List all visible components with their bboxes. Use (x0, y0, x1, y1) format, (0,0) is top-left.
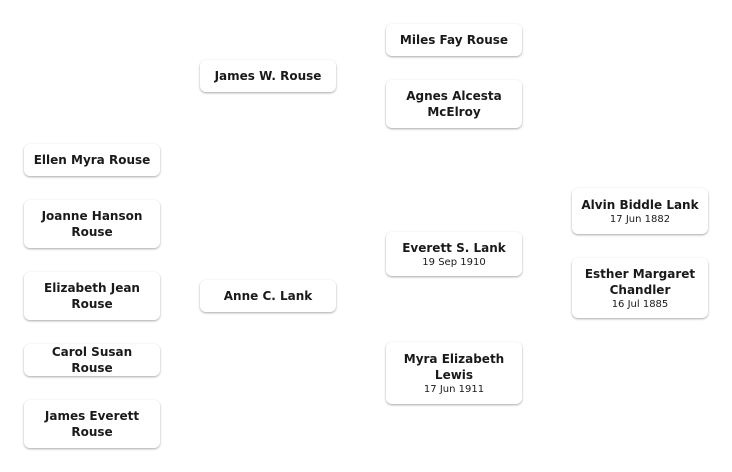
person-name: Ellen Myra Rouse (33, 153, 151, 167)
person-name: Miles Fay Rouse (399, 33, 509, 47)
person-card-alvin-biddle-lank[interactable]: Alvin Biddle Lank 17 Jun 1882 (572, 188, 708, 234)
person-card-ellen-myra-rouse[interactable]: Ellen Myra Rouse (24, 144, 160, 176)
person-card-esther-margaret-chandler[interactable]: Esther Margaret Chandler 16 Jul 1885 (572, 258, 708, 318)
person-birth-date: 16 Jul 1885 (611, 298, 669, 310)
person-card-everett-s-lank[interactable]: Everett S. Lank 19 Sep 1910 (386, 232, 522, 276)
person-birth-date: 17 Jun 1882 (609, 213, 671, 225)
person-birth-date: 19 Sep 1910 (422, 256, 486, 268)
person-card-james-w-rouse[interactable]: James W. Rouse (200, 60, 336, 92)
person-name: Everett S. Lank (402, 240, 506, 255)
person-birth-date: 17 Jun 1911 (423, 383, 485, 395)
person-card-elizabeth-jean-rouse[interactable]: Elizabeth Jean Rouse (24, 272, 160, 320)
person-card-anne-c-lank[interactable]: Anne C. Lank (200, 280, 336, 312)
person-name: James Everett Rouse (44, 409, 140, 439)
person-card-james-everett-rouse[interactable]: James Everett Rouse (24, 400, 160, 448)
person-name: Anne C. Lank (223, 289, 313, 303)
person-card-carol-susan-rouse[interactable]: Carol Susan Rouse (24, 344, 160, 376)
person-name: James W. Rouse (214, 69, 322, 83)
person-name: Myra Elizabeth Lewis (403, 351, 505, 382)
person-name: Elizabeth Jean Rouse (44, 281, 140, 311)
person-name: Esther Margaret Chandler (584, 266, 696, 297)
person-name: Agnes Alcesta McElroy (406, 89, 502, 119)
person-name: Joanne Hanson Rouse (41, 209, 143, 239)
person-card-agnes-alcesta-mcelroy[interactable]: Agnes Alcesta McElroy (386, 80, 522, 128)
person-card-miles-fay-rouse[interactable]: Miles Fay Rouse (386, 24, 522, 56)
person-card-joanne-hanson-rouse[interactable]: Joanne Hanson Rouse (24, 200, 160, 248)
person-name: Alvin Biddle Lank (581, 197, 699, 212)
person-card-myra-elizabeth-lewis[interactable]: Myra Elizabeth Lewis 17 Jun 1911 (386, 342, 522, 404)
person-name: Carol Susan Rouse (51, 345, 133, 375)
